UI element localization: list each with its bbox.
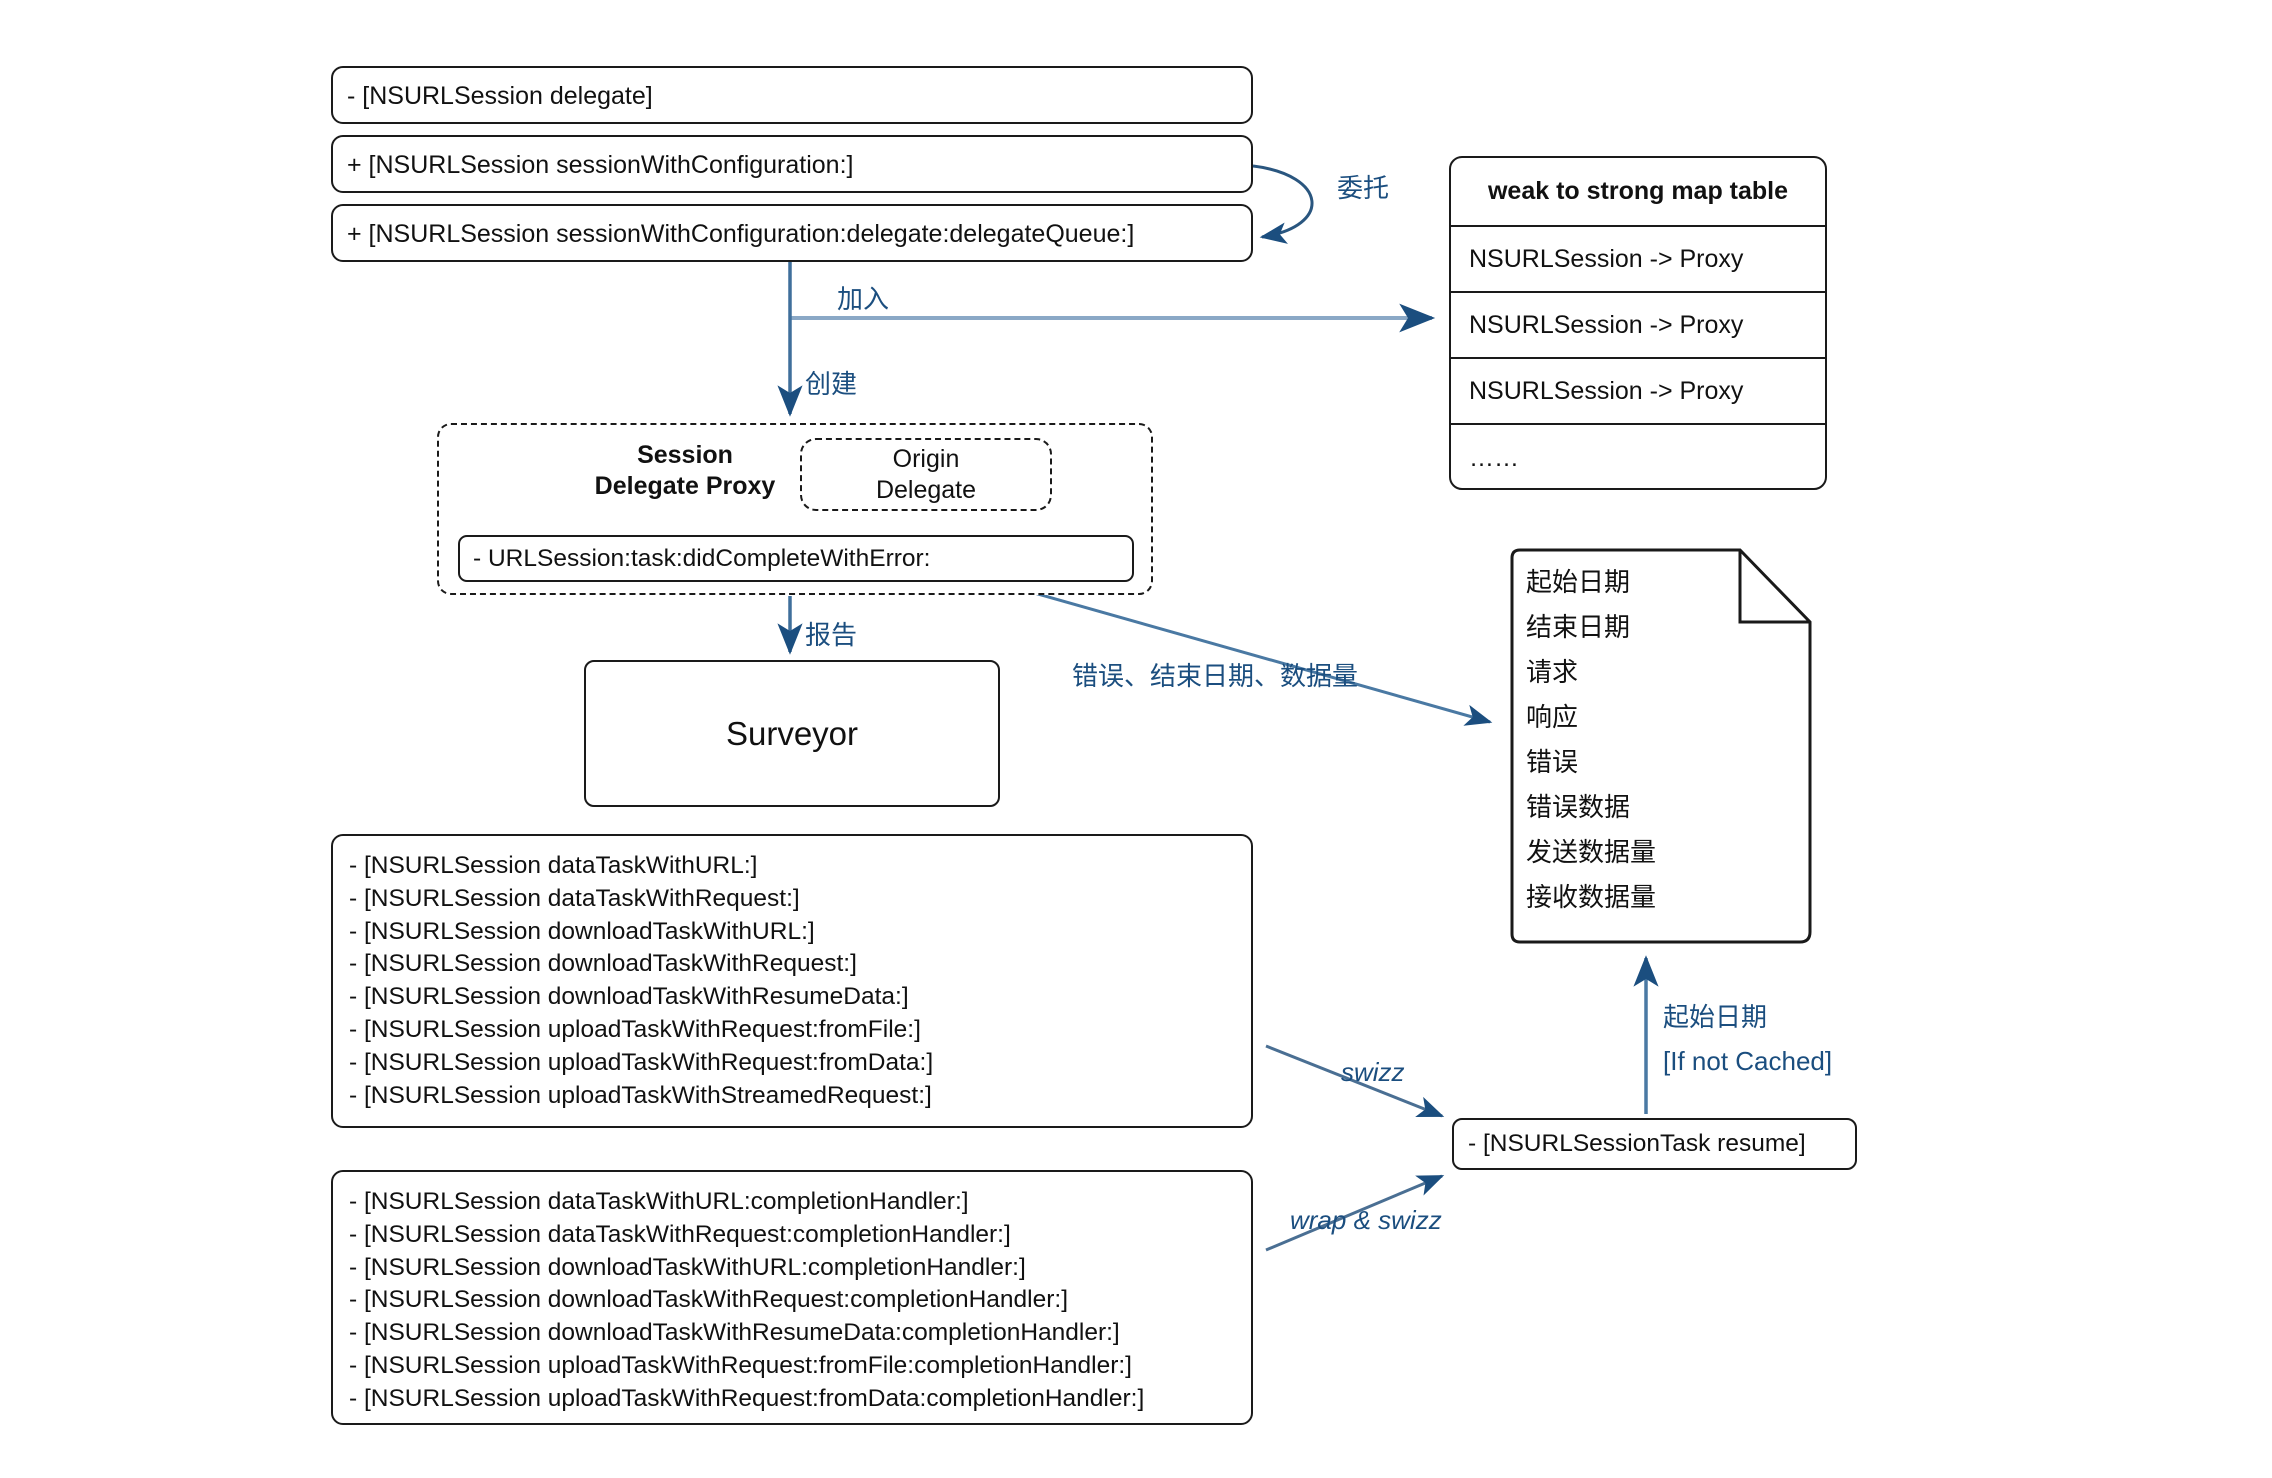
session-delegate-proxy-title: Session Delegate Proxy — [580, 440, 790, 501]
method-box-session-with-configuration-label: + [NSURLSession sessionWithConfiguration… — [347, 151, 854, 179]
edge-label-join: 加入 — [837, 284, 890, 314]
task-methods-box[interactable]: - [NSURLSession dataTaskWithURL:] - [NSU… — [331, 834, 1253, 1128]
note-line: 请求 — [1526, 657, 1579, 687]
surveyor-label: Surveyor — [725, 714, 859, 752]
note-line: 错误数据 — [1526, 792, 1631, 822]
origin-delegate-box[interactable]: Origin Delegate — [800, 438, 1052, 511]
origin-delegate-line-1: Origin — [892, 445, 960, 473]
list-item: - [NSURLSession uploadTaskWithRequest:fr… — [349, 1351, 1132, 1379]
list-item: - [NSURLSession downloadTaskWithResumeDa… — [349, 983, 909, 1011]
edge-label-report: 报告 — [805, 620, 858, 650]
origin-delegate-line-2: Delegate — [875, 475, 977, 504]
edge-label-start-date: 起始日期 — [1663, 1002, 1768, 1032]
method-box-session-with-configuration-delegate-label: + [NSURLSession sessionWithConfiguration… — [347, 220, 1135, 248]
nsurlsessiontask-resume-box[interactable]: - [NSURLSessionTask resume] — [1452, 1118, 1857, 1170]
note-shape-icon — [1510, 548, 1812, 944]
list-item: - [NSURLSession downloadTaskWithURL:comp… — [349, 1253, 1026, 1281]
list-item: - [NSURLSession uploadTaskWithStreamedRe… — [349, 1081, 932, 1109]
method-box-delegate[interactable]: - [NSURLSession delegate] — [331, 66, 1253, 124]
note-line: 起始日期 — [1526, 567, 1631, 597]
list-item: - [NSURLSession uploadTaskWithRequest:fr… — [349, 1384, 1145, 1412]
edge-label-swizz: swizz — [1341, 1057, 1405, 1087]
list-item: - [NSURLSession dataTaskWithRequest:] — [349, 884, 800, 912]
map-table-header: weak to strong map table — [1451, 158, 1825, 227]
edge-delegate — [1252, 164, 1314, 244]
resume-box-label: - [NSURLSessionTask resume] — [1468, 1130, 1806, 1157]
proxy-title-line-1: Session — [637, 441, 733, 469]
edge-label-create: 创建 — [805, 369, 858, 399]
table-row: NSURLSession -> Proxy — [1451, 227, 1825, 293]
list-item: - [NSURLSession downloadTaskWithRequest:… — [349, 1286, 1069, 1314]
table-row: NSURLSession -> Proxy — [1451, 359, 1825, 425]
list-item: - [NSURLSession dataTaskWithRequest:comp… — [349, 1220, 1011, 1248]
edge-label-error-end-date-data: 错误、结束日期、数据量 — [1072, 661, 1359, 691]
list-item: - [NSURLSession downloadTaskWithResumeDa… — [349, 1319, 1120, 1347]
list-item: - [NSURLSession downloadTaskWithURL:] — [349, 917, 815, 945]
edge-label-delegate: 委托 — [1337, 173, 1390, 203]
edge-label-wrap-and-swizz: wrap & swizz — [1290, 1205, 1442, 1235]
edge-label-if-not-cached: [If not Cached] — [1663, 1046, 1833, 1076]
completion-handler-methods-box[interactable]: - [NSURLSession dataTaskWithURL:completi… — [331, 1170, 1253, 1425]
note-line: 发送数据量 — [1526, 837, 1657, 867]
captured-fields-note[interactable]: 起始日期 结束日期 请求 响应 错误 错误数据 发送数据量 接收数据量 — [1504, 546, 1816, 950]
list-item: - [NSURLSession dataTaskWithURL:] — [349, 852, 758, 879]
note-line: 结束日期 — [1526, 612, 1631, 642]
proxy-title-line-2: Delegate Proxy — [594, 471, 776, 500]
method-box-delegate-label: - [NSURLSession delegate] — [347, 82, 653, 110]
list-item: - [NSURLSession uploadTaskWithRequest:fr… — [349, 1048, 934, 1076]
list-item: - [NSURLSession dataTaskWithURL:completi… — [349, 1188, 969, 1215]
proxy-method-did-complete-with-error[interactable]: - URLSession:task:didCompleteWithError: — [458, 535, 1134, 582]
note-line: 错误 — [1526, 747, 1579, 777]
surveyor-box[interactable]: Surveyor — [584, 660, 1000, 807]
proxy-method-label: - URLSession:task:didCompleteWithError: — [473, 544, 931, 572]
list-item: - [NSURLSession uploadTaskWithRequest:fr… — [349, 1015, 921, 1043]
weak-to-strong-map-table[interactable]: weak to strong map table NSURLSession ->… — [1449, 156, 1827, 490]
method-box-session-with-configuration-delegate[interactable]: + [NSURLSession sessionWithConfiguration… — [331, 204, 1253, 262]
note-line: 响应 — [1526, 702, 1579, 732]
list-item: - [NSURLSession downloadTaskWithRequest:… — [349, 950, 857, 978]
method-box-session-with-configuration[interactable]: + [NSURLSession sessionWithConfiguration… — [331, 135, 1253, 193]
table-row-ellipsis: …… — [1469, 443, 1519, 472]
note-line: 接收数据量 — [1526, 882, 1657, 912]
table-row: NSURLSession -> Proxy — [1451, 293, 1825, 359]
note-fields-list: 起始日期 结束日期 请求 响应 错误 错误数据 发送数据量 接收数据量 — [1526, 560, 1656, 920]
